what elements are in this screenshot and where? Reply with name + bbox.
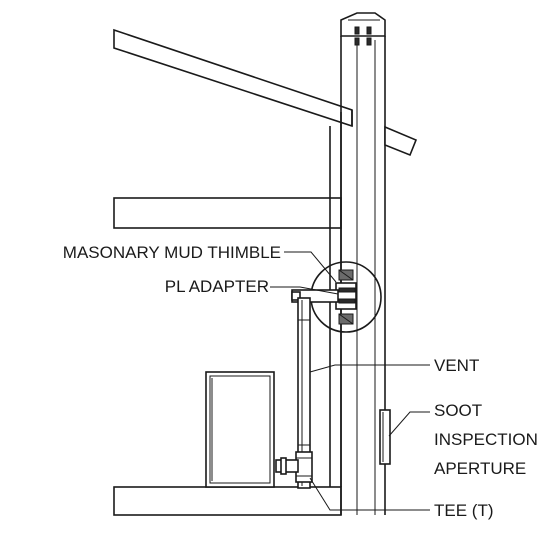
label-thimble: MASONARY MUD THIMBLE: [63, 243, 281, 262]
hatch-line-2: [338, 313, 354, 325]
label-pl-adapter: PL ADAPTER: [165, 277, 269, 296]
cap-slot-4: [366, 37, 372, 46]
chimney-cap: [340, 12, 386, 37]
floor-joist-upper: [113, 197, 342, 229]
rafter-stub-right: [384, 125, 418, 157]
soot-aperture-door: [379, 409, 391, 465]
leader-tee: [309, 477, 430, 511]
elbow-cap: [291, 291, 301, 301]
furnace-cabinet: [205, 371, 275, 488]
vent-pipe-vertical: [297, 297, 311, 489]
label-vent: VENT: [434, 356, 479, 375]
roof-rafter: [113, 28, 353, 128]
leader-soot: [388, 411, 430, 437]
label-soot-1: SOOT: [434, 401, 482, 420]
pl-adapter-ring-top: [338, 287, 356, 293]
label-tee: TEE (T): [434, 501, 494, 520]
thimble-body: [335, 282, 357, 310]
label-soot-2: INSPECTION: [434, 430, 538, 449]
pl-adapter-ring-bottom: [338, 298, 356, 304]
cap-slot-3: [354, 37, 360, 46]
cap-slot-2: [366, 26, 372, 35]
floor-base: [113, 486, 342, 516]
label-soot-3: APERTURE: [434, 459, 526, 478]
cap-slot-1: [354, 26, 360, 35]
leader-adapter: [270, 286, 339, 295]
leader-vent: [309, 364, 430, 373]
leader-thimble: [284, 251, 337, 283]
hatch-line-1: [338, 269, 354, 281]
furnace-panel: [209, 375, 271, 484]
furnace-outlet-pipe: [275, 459, 299, 473]
furnace-outlet-collar: [280, 457, 287, 475]
